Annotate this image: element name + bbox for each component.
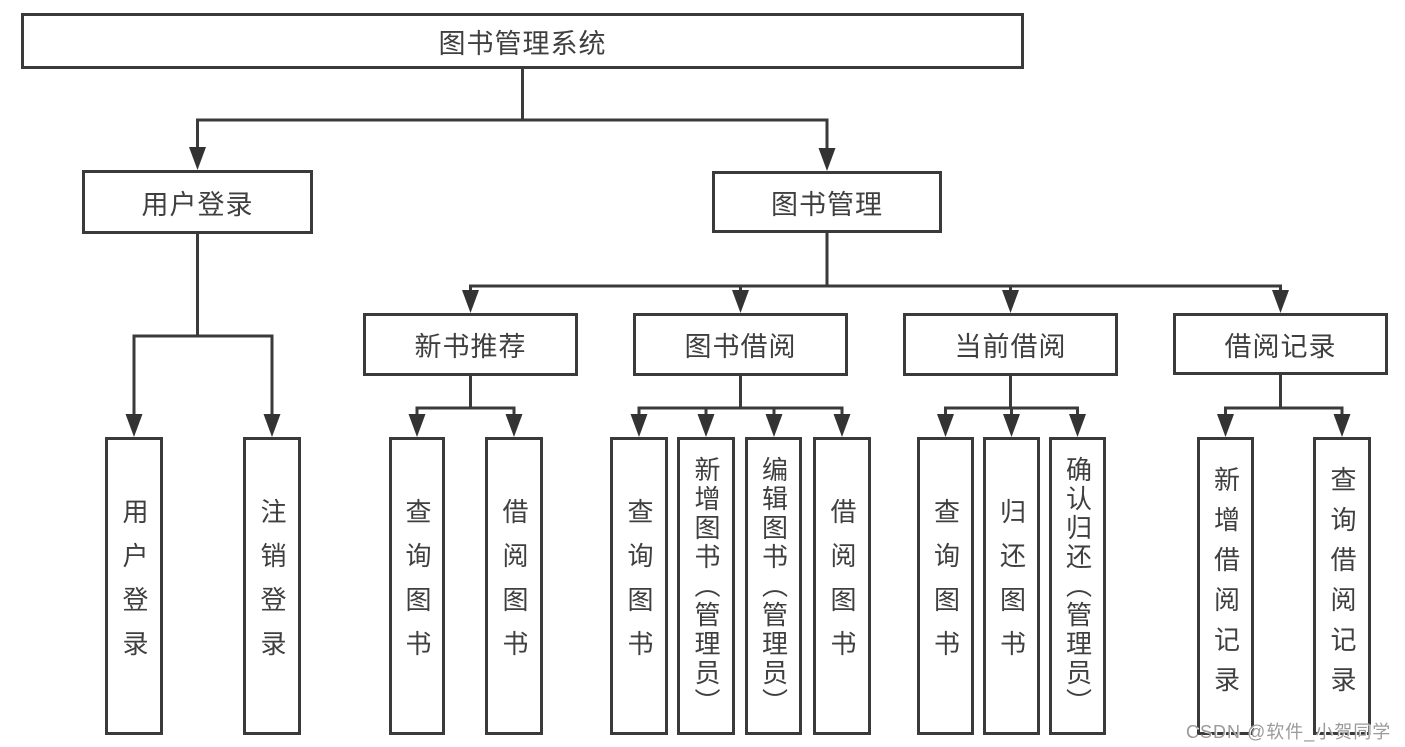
connector-book-mgmt (462, 233, 1289, 313)
node-user-login: 用户登录 (82, 170, 313, 234)
leaf-bb-query-books: 查询图书 (610, 437, 668, 735)
node-book-mgmt: 图书管理 (712, 171, 942, 233)
leaf-bb-add-books-admin: 新增图书（管理员） (677, 437, 735, 735)
leaf-bb-borrow-books: 借阅图书 (813, 437, 871, 735)
leaf-cb-confirm-return-admin: 确认归还（管理员） (1049, 437, 1106, 735)
leaf-user-login: 用户登录 (105, 437, 163, 735)
connector-current-borrow (937, 376, 1086, 437)
node-current-borrow: 当前借阅 (903, 313, 1118, 376)
leaf-bb-edit-books-admin: 编辑图书（管理员） (745, 437, 802, 735)
leaf-cb-query-books: 查询图书 (917, 437, 974, 735)
csdn-watermark: CSDN @软件_小贺同学 (1186, 722, 1392, 742)
leaf-br-query-record: 查询借阅记录 (1313, 437, 1371, 735)
connector-borrow-records (1217, 375, 1351, 437)
leaf-nbr-query-books: 查询图书 (389, 437, 445, 735)
leaf-br-add-record: 新增借阅记录 (1197, 437, 1254, 735)
node-book-borrow: 图书借阅 (633, 313, 848, 376)
connector-root (189, 69, 836, 171)
leaf-cb-return-books: 归还图书 (983, 437, 1040, 735)
leaf-nbr-borrow-books: 借阅图书 (485, 437, 543, 735)
node-borrow-records: 借阅记录 (1173, 313, 1388, 375)
connector-book-borrow (630, 376, 851, 437)
leaf-logout: 注销登录 (243, 437, 301, 735)
node-new-book-rec: 新书推荐 (363, 313, 578, 376)
connector-user-login (125, 234, 281, 437)
node-root: 图书管理系统 (21, 13, 1024, 69)
connector-new-book-rec (408, 376, 523, 437)
